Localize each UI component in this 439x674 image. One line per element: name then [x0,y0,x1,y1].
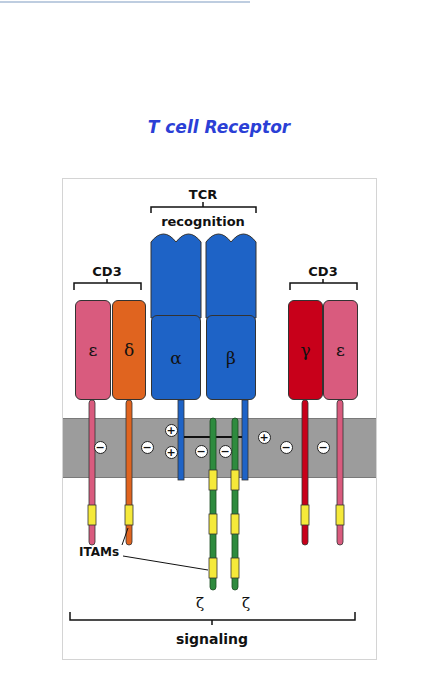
beta-stalk [242,400,248,480]
chain-label: ζ [196,594,204,612]
zeta-chain [210,418,216,590]
function-label: recognition [161,214,245,229]
itam [88,505,96,525]
charge-symbol: + [165,424,178,437]
tcr-alpha-chain: α [151,315,201,400]
itam [336,505,344,525]
itam [301,505,309,525]
charge-symbol: − [141,441,154,454]
itam [231,514,239,534]
charge-symbol: + [258,431,271,444]
chain-label: γ [300,340,310,360]
tcr-beta-chain: β [206,315,256,400]
group-label: TCR [189,187,217,202]
chain-label: ζ [242,594,250,612]
chain-label: α [170,348,181,368]
function-label: signaling [176,631,248,647]
bracket [151,202,256,213]
charge-symbol: − [219,445,232,458]
bracket [74,279,141,290]
charge-symbol: − [195,445,208,458]
bracket [290,279,357,290]
title: T cell Receptor [148,117,290,137]
charge-symbol: − [94,441,107,454]
bracket [70,612,355,625]
membrane-edge [63,477,376,478]
itam [231,470,239,490]
chain-label: ε [89,340,98,360]
membrane [63,418,376,478]
chain-label: β [226,348,236,368]
itam [209,470,217,490]
cd3-epsilon-chain: ε [323,300,358,400]
itam [231,558,239,578]
cd3-stalk [302,400,308,545]
charge-symbol: − [280,441,293,454]
callout-label: ITAMs [79,545,119,559]
itam [209,514,217,534]
variable-domain [206,234,256,318]
membrane-edge [63,418,376,419]
cd3-gamma-chain: γ [288,300,323,400]
cd3-stalk [126,400,132,545]
cd3-stalk [89,400,95,545]
itam [209,558,217,578]
group-label: CD3 [92,264,121,279]
cd3-stalk [337,400,343,545]
alpha-stalk [178,400,184,480]
figure-frame [63,179,377,660]
chain-label: ε [336,340,345,360]
zeta-chain [232,418,238,590]
charge-symbol: − [317,441,330,454]
cd3-delta-chain: δ [112,300,146,400]
chain-label: δ [124,340,134,360]
variable-domain [151,234,201,318]
leader-line [123,556,208,570]
itam [125,505,133,525]
leader-line [122,528,128,545]
charge-symbol: + [165,446,178,459]
cd3-epsilon-chain: ε [75,300,111,400]
rule-line [0,1,250,3]
group-label: CD3 [308,264,337,279]
